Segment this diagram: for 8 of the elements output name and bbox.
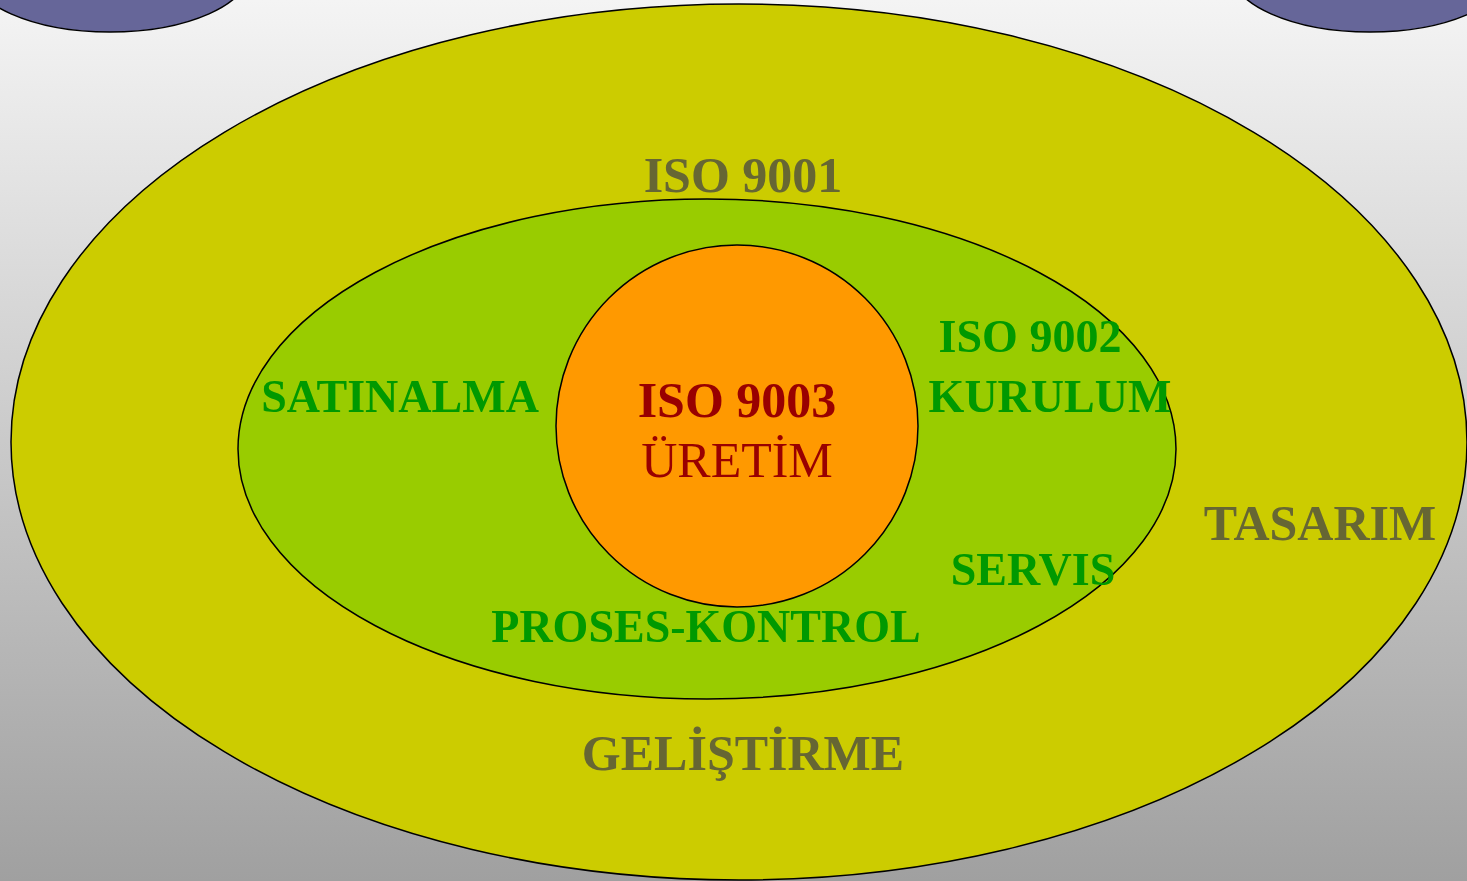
middle-label: ISO 9002 <box>938 314 1122 360</box>
outer-label: ISO 9001 <box>643 150 843 200</box>
center-label: ISO 9003 <box>637 375 837 425</box>
outer-label: TASARIM <box>1203 498 1437 548</box>
middle-label: PROSES-KONTROL <box>491 604 921 650</box>
center-label: ÜRETİM <box>641 435 833 485</box>
middle-label: SERVIS <box>950 547 1116 593</box>
middle-label: SATINALMA <box>261 374 539 420</box>
